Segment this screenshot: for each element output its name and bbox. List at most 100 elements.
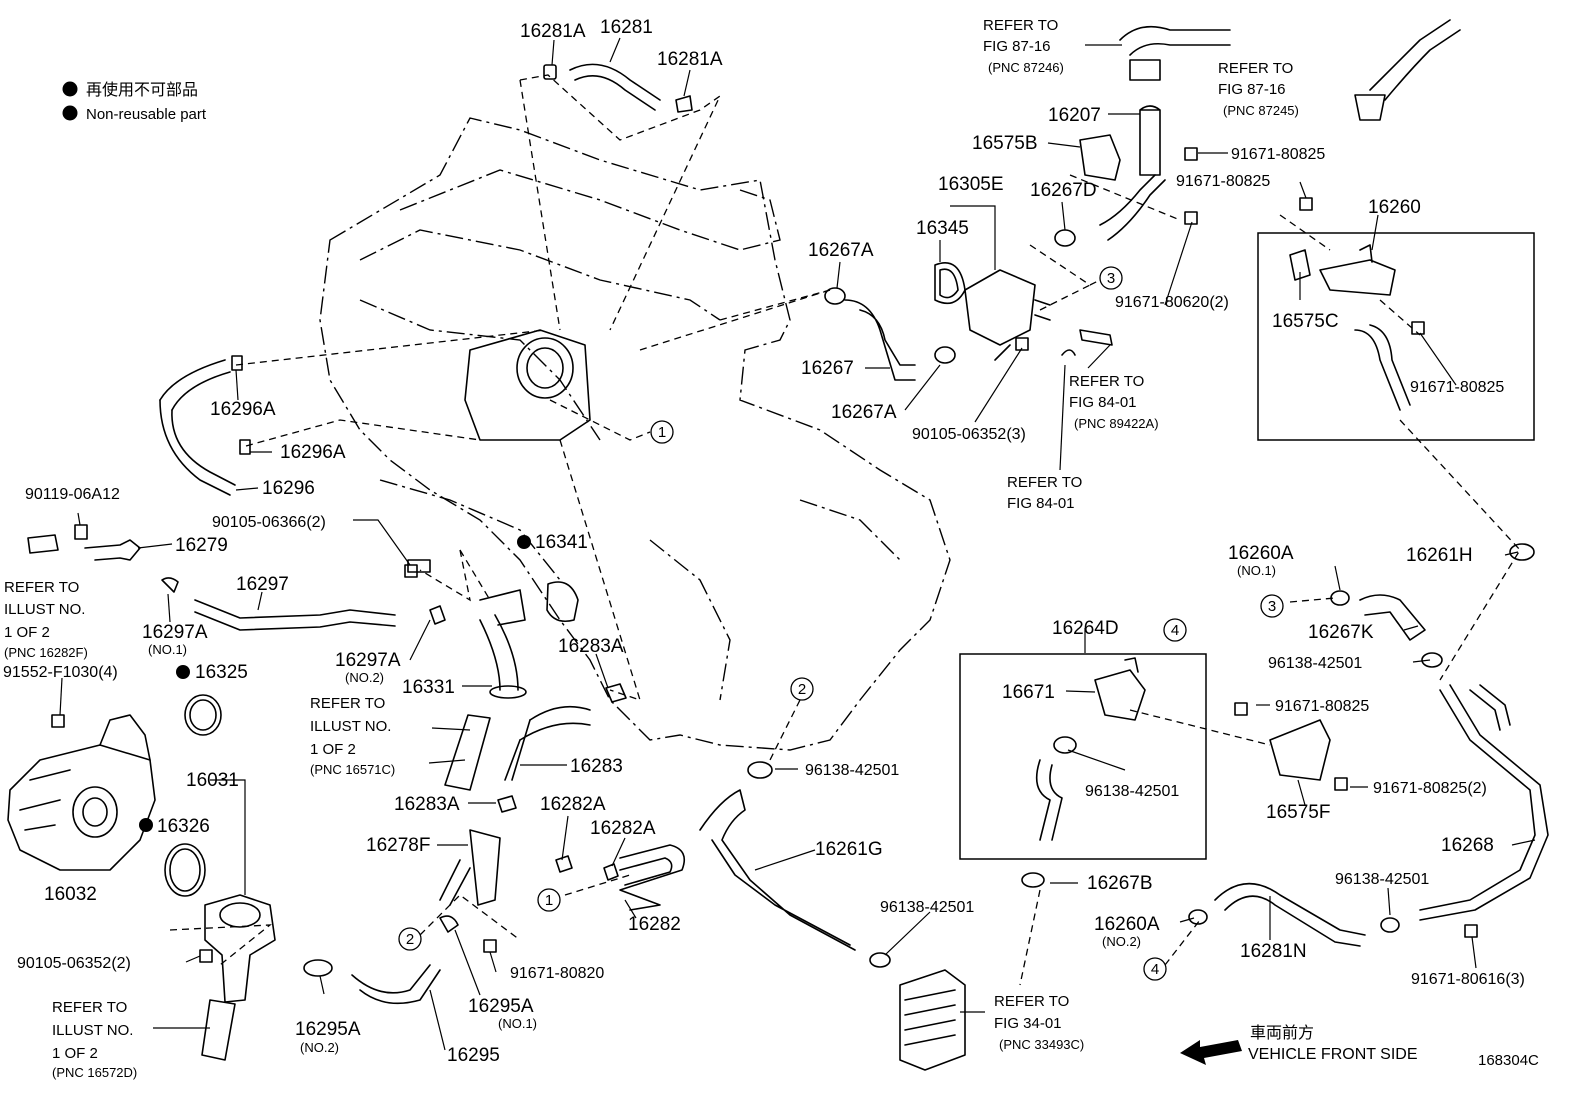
svg-text:1 OF 2: 1 OF 2 [52, 1045, 98, 1062]
refer-notes: REFER TO FIG 87-16 (PNC 87246) REFER TO … [4, 17, 1299, 1080]
part-label: 91552-F1030(4) [3, 664, 118, 681]
part-label: 16283 [570, 756, 623, 777]
part-label: 16282A [540, 794, 606, 815]
part-label: 16331 [402, 677, 455, 698]
part-label: 16267A [831, 402, 897, 423]
svg-text:REFER TO: REFER TO [310, 695, 385, 712]
part-label: 16325 [195, 662, 248, 683]
part-label: 16268 [1441, 835, 1494, 856]
part-label: 16575B [972, 133, 1038, 154]
legend-dot-icon [62, 105, 78, 121]
arrow-left-icon [1180, 1040, 1242, 1065]
marker-2: 2 [790, 677, 814, 701]
part-label: 91671-80825(2) [1373, 780, 1487, 797]
part-label: 16032 [44, 884, 97, 905]
part-label: 16207 [1048, 105, 1101, 126]
part-label: 16326 [157, 816, 210, 837]
parts-sketches [7, 19, 1549, 1071]
part-label: 90105-06352(2) [17, 955, 131, 972]
part-label: 16279 [175, 535, 228, 556]
part-label: 16345 [916, 218, 969, 239]
svg-text:1: 1 [658, 424, 666, 441]
part-label: 16260A [1094, 914, 1160, 935]
refer-note: REFER TO ILLUST NO. 1 OF 2 (PNC 16572D) [52, 999, 137, 1080]
marker-3: 3 [1260, 594, 1284, 618]
front-side-en: VEHICLE FRONT SIDE [1248, 1046, 1418, 1063]
part-label: 16283A [394, 794, 460, 815]
refer-note: REFER TO FIG 87-16 (PNC 87245) [1218, 60, 1299, 118]
part-label: 16297A [335, 650, 401, 671]
water-pump [7, 714, 156, 871]
svg-text:(PNC 16572D): (PNC 16572D) [52, 1065, 137, 1080]
part-label: 90105-06366(2) [212, 514, 326, 531]
part-label: 96138-42501 [1268, 655, 1362, 672]
svg-text:REFER TO: REFER TO [1007, 474, 1082, 491]
refer-note: REFER TO ILLUST NO. 1 OF 2 (PNC 16571C) [310, 695, 395, 777]
part-label: 16282A [590, 818, 656, 839]
part-label: 16281A [520, 21, 586, 42]
legend: 再使用不可部品 Non-reusable part [62, 81, 207, 123]
svg-text:FIG 84-01: FIG 84-01 [1007, 495, 1075, 512]
part-label: 91671-80616(3) [1411, 971, 1525, 988]
refer-note: REFER TO ILLUST NO. 1 OF 2 (PNC 16282F) [4, 579, 88, 660]
part-label: 16281N [1240, 941, 1307, 962]
part-label: 16267A [808, 240, 874, 261]
svg-text:1 OF 2: 1 OF 2 [310, 741, 356, 758]
group-box-16264D [959, 653, 1207, 860]
part-label: 90119-06A12 [25, 486, 120, 503]
group-box-16260 [1257, 232, 1535, 441]
svg-text:2: 2 [798, 681, 806, 698]
svg-text:FIG 34-01: FIG 34-01 [994, 1015, 1062, 1032]
svg-text:1: 1 [545, 892, 553, 909]
svg-text:1 OF 2: 1 OF 2 [4, 624, 50, 641]
legend-en: Non-reusable part [86, 106, 207, 123]
part-label: 16305E [938, 174, 1004, 195]
part-label: (NO.2) [300, 1040, 339, 1055]
part-label: 91671-80825 [1176, 173, 1270, 190]
circled-markers: 1 1 2 2 3 3 4 4 [398, 266, 1284, 981]
marker-2: 2 [398, 927, 422, 951]
svg-text:REFER TO: REFER TO [1069, 373, 1144, 390]
part-label: 91671-80825 [1410, 379, 1504, 396]
svg-text:ILLUST NO.: ILLUST NO. [52, 1022, 133, 1039]
svg-text:3: 3 [1268, 598, 1276, 615]
part-label: 16295A [468, 996, 534, 1017]
part-label: 90105-06352(3) [912, 426, 1026, 443]
part-label: 16297 [236, 574, 289, 595]
svg-text:3: 3 [1107, 270, 1115, 287]
legend-dot-icon [62, 81, 78, 97]
part-label: 16267 [801, 358, 854, 379]
svg-text:REFER TO: REFER TO [983, 17, 1058, 34]
part-label: 91671-80825 [1275, 698, 1369, 715]
non-reusable-markers [139, 535, 531, 832]
svg-text:FIG 87-16: FIG 87-16 [1218, 81, 1286, 98]
part-label: 91671-80825 [1231, 146, 1325, 163]
svg-text:(PNC 87245): (PNC 87245) [1223, 103, 1299, 118]
svg-text:(PNC 89422A): (PNC 89422A) [1074, 416, 1159, 431]
part-labels: 16281A 16281 16281A 16207 16575B 91671-8… [3, 17, 1525, 1066]
part-label: 96138-42501 [805, 762, 899, 779]
part-label: 91671-80820 [510, 965, 604, 982]
marker-3: 3 [1099, 266, 1123, 290]
diagram-code: 168304C [1478, 1052, 1539, 1069]
part-label: 16575C [1272, 311, 1339, 332]
part-label: 16260A [1228, 543, 1294, 564]
part-label: (NO.2) [345, 670, 384, 685]
part-label: 16281A [657, 49, 723, 70]
non-reusable-dot-icon [517, 535, 531, 549]
part-label: 16575F [1266, 802, 1330, 823]
part-label: 16260 [1368, 197, 1421, 218]
part-label: 16264D [1052, 618, 1119, 639]
front-side-jp: 車両前方 [1250, 1024, 1314, 1042]
part-label: 16297A [142, 622, 208, 643]
part-label: 16283A [558, 636, 624, 657]
svg-text:(PNC 16282F): (PNC 16282F) [4, 645, 88, 660]
part-label: (NO.1) [1237, 563, 1276, 578]
svg-text:FIG 84-01: FIG 84-01 [1069, 394, 1137, 411]
leader-lines [59, 37, 1536, 1051]
refer-note: REFER TO FIG 87-16 (PNC 87246) [983, 17, 1064, 75]
throttle-body [464, 329, 591, 441]
part-label: 96138-42501 [1085, 783, 1179, 800]
part-label: 16031 [186, 770, 239, 791]
